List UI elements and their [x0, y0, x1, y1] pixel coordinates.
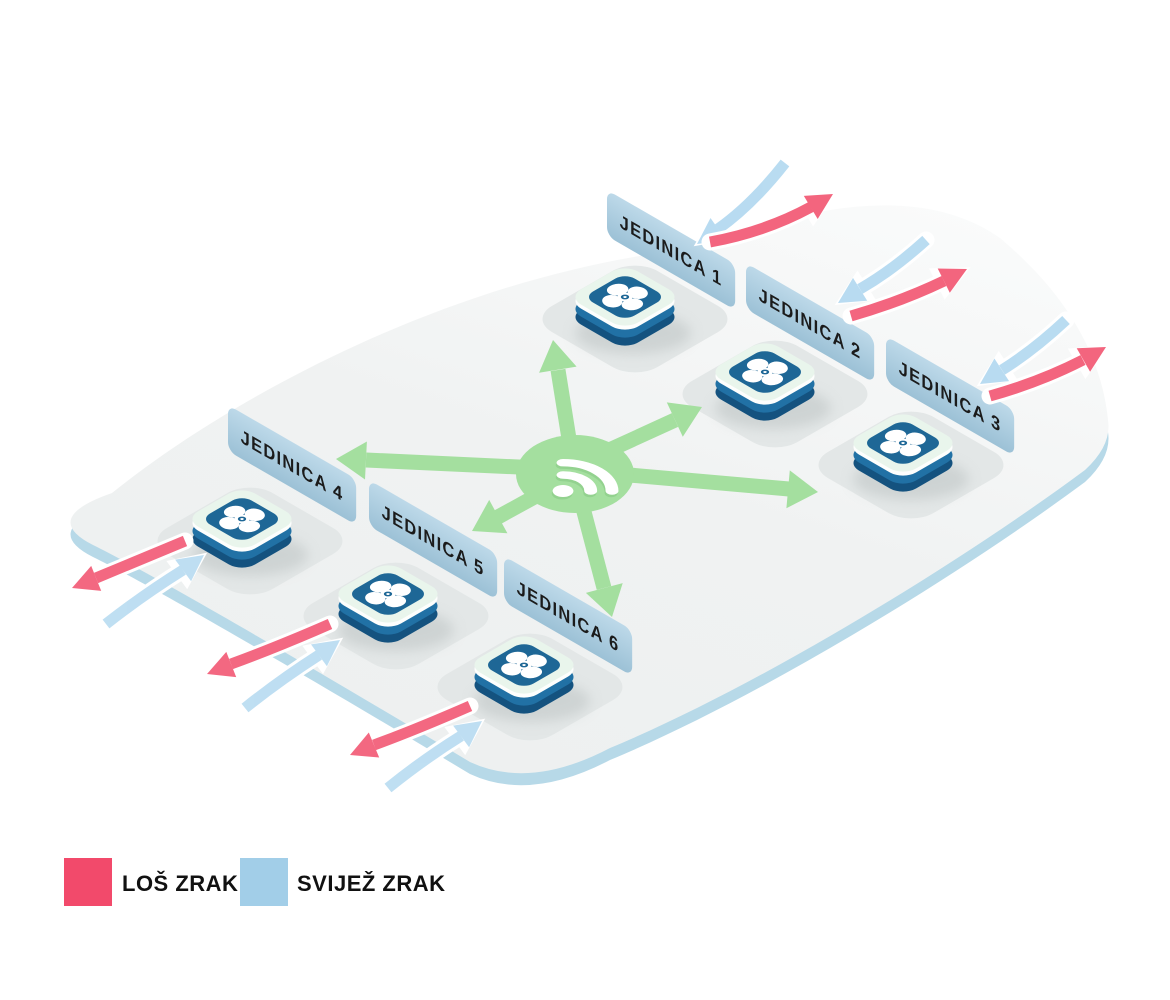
legend: LOŠ ZRAK SVIJEŽ ZRAK — [64, 858, 446, 906]
air-exchange-unit2 — [834, 231, 971, 325]
legend-swatch-fresh-air — [240, 858, 288, 906]
legend-swatch-bad-air — [64, 858, 112, 906]
network-arrow-unit1 — [539, 340, 578, 447]
wifi-hub — [516, 435, 634, 513]
air-exchange-unit5 — [203, 615, 344, 717]
bad-air-arrow — [849, 276, 947, 322]
legend-label-fresh-air: SVIJEŽ ZRAK — [297, 871, 446, 896]
bad-air-arrow — [372, 700, 473, 751]
legend-label-bad-air: LOŠ ZRAK — [122, 871, 238, 896]
wifi-icon — [551, 458, 619, 500]
fresh-air-arrow — [857, 235, 930, 294]
fresh-air-arrow — [384, 731, 464, 793]
bad-air-arrow — [988, 355, 1086, 402]
fresh-air-arrow — [714, 159, 790, 234]
network-arrow-unit4 — [336, 441, 541, 480]
air-exchange-unit6 — [346, 697, 486, 797]
network-arrow-unit3 — [617, 466, 818, 509]
bad-air-arrow — [229, 618, 333, 670]
bad-air-arrow — [93, 535, 188, 584]
fresh-air-arrow — [102, 565, 186, 629]
air-exchange-unit3 — [976, 311, 1110, 405]
bad-air-arrow — [709, 202, 814, 248]
fresh-air-arrow — [999, 315, 1070, 375]
network-arrow-unit6 — [575, 506, 623, 617]
air-exchange-unit4 — [68, 532, 208, 633]
air-exchange-unit1 — [693, 154, 837, 251]
fresh-air-arrow — [241, 650, 322, 713]
air-exchange-arrows — [68, 154, 1110, 797]
